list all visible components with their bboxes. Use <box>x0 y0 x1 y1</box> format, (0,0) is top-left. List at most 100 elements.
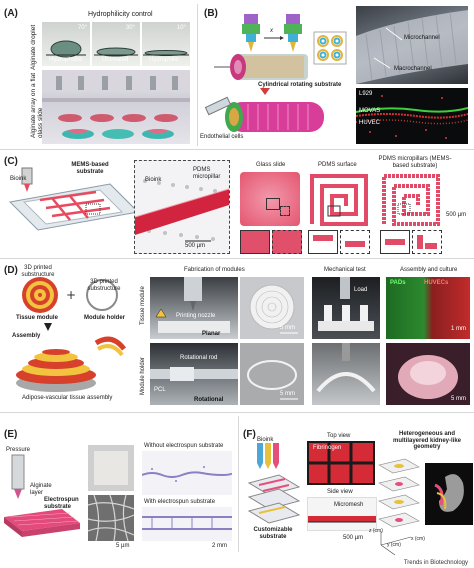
scale-1mm: 1 mm <box>451 326 466 333</box>
panel-b-schematic <box>204 14 347 132</box>
with-substrate-photo <box>142 507 232 541</box>
holder-ring-photo: 5 mm <box>240 343 304 405</box>
l929-label: L929 <box>359 91 373 97</box>
side-view-photo: Micromesh <box>307 497 377 531</box>
divider-row4 <box>0 412 474 413</box>
row-tissue-module: Tissue module <box>140 286 146 325</box>
micromesh-label: Micromesh <box>334 502 364 508</box>
huvec-label: HUVEC <box>359 120 381 126</box>
cylindrical-substrate-label: Cylindrical rotating substrate <box>258 82 342 88</box>
panel-e: (E) Pressure Alginate layer Electrospun … <box>0 413 236 553</box>
panel-d-label: (D) <box>4 265 18 276</box>
droplet-photo-hydrophilic: 10° Hydrophilic <box>142 22 190 66</box>
fabrication-header: Fabrication of modules <box>184 267 245 273</box>
panel-d: (D) + 3D printed substructure 3D printed… <box>0 259 474 409</box>
rotational-label: Rotational <box>194 397 224 403</box>
rod-label: Rotational rod <box>180 355 218 361</box>
divider-ab <box>197 4 198 146</box>
mechanical-test-photo-1: Load <box>312 277 380 339</box>
electrospun-mat-photo <box>88 445 134 491</box>
angle-70: 70° <box>77 25 87 31</box>
array-drawing <box>42 70 190 139</box>
axis-z-cm: z (cm) <box>369 528 383 534</box>
angle-10: 10° <box>176 25 186 31</box>
module-holder-label: Module holder <box>84 315 125 321</box>
axis-x-cm: x (cm) <box>411 536 425 542</box>
heterogeneous-label: Heterogeneous and multilayered kidney-li… <box>392 431 462 451</box>
alginate-array-photo <box>42 70 190 144</box>
movas-label: MOVAS <box>359 108 381 114</box>
fiber-sem-photo <box>88 495 134 541</box>
scale-5mm-a: 5 mm <box>280 325 295 331</box>
micropillars-scale: 500 µm <box>446 212 467 218</box>
panel-c-bioink: Bioink <box>10 176 27 182</box>
sem-scale: 5 µm <box>116 543 130 549</box>
scale-5mm-b: 5 mm <box>280 391 295 397</box>
fibrinogen-label: Fibrinogen <box>313 445 342 451</box>
customizable-substrate-label: Customizable substrate <box>253 527 293 540</box>
electrospun-substrate-label: Electrospun substrate <box>44 497 79 510</box>
with-label: With electrospun substrate <box>144 499 216 505</box>
svg-text:+: + <box>66 288 76 302</box>
load-label: Load <box>354 287 368 293</box>
top-view-label: Top view <box>327 433 351 439</box>
panel-c: (C) Bioink MEMS-based substrate Bioink P… <box>0 150 474 256</box>
caption-hydrophilic: Hydrophilic <box>149 57 179 64</box>
zoom-bioink-label: Bioink <box>145 177 162 183</box>
zoom-scale: 500 µm <box>185 243 206 249</box>
fluorescence-photo: L929 MOVAS HUVEC <box>356 88 468 144</box>
microchannel-label: Microchannel <box>404 35 440 41</box>
caption-hydrophobic: Hydrophobic <box>49 57 83 64</box>
rotational-rod-photo: Rotational rod PCL Rotational <box>150 343 238 405</box>
pdms-micropillar-label: PDMS micropillar <box>193 167 221 180</box>
mechanical-header: Mechanical test <box>324 267 366 273</box>
pdms-micropillars-label: PDMS micropillars (MEMS-based substrate) <box>378 156 452 169</box>
top-view-photo: Fibrinogen <box>307 441 375 485</box>
planar-module-photo: 5 mm <box>240 277 304 339</box>
micropillar-zoom-photo: Bioink PDMS micropillar 500 µm <box>134 160 230 254</box>
pdms-zoom-1 <box>308 230 338 254</box>
divider-ef <box>238 416 239 552</box>
side-view-label: Side view <box>327 489 353 495</box>
panel-a-label: (A) <box>4 8 18 19</box>
without-label: Without electrospun substrate <box>144 443 224 449</box>
divider-row3 <box>0 258 474 259</box>
tissue-module-label: Tissue module <box>16 315 58 321</box>
mechanical-test-photo-2 <box>312 343 380 405</box>
culture-dome-photo: 5 mm <box>386 343 470 405</box>
assembly-culture-header: Assembly and culture <box>400 267 458 273</box>
panel-f-label: (F) <box>243 429 256 440</box>
culture-fluorescence-photo: PADs HUVECs 1 mm <box>386 277 470 339</box>
scale-5mm-d: 5 mm <box>451 396 466 403</box>
glass-zoom-1 <box>240 230 270 254</box>
panel-a-title: Hydrophilicity control <box>88 11 153 18</box>
caption-untreated: Untreated <box>102 57 129 64</box>
panel-f-bioink: Bioink <box>257 437 274 443</box>
panel-f-schematic <box>247 443 301 524</box>
adipose-label: Adipose-vascular tissue assembly <box>22 395 113 401</box>
panel-e-schematic <box>4 454 80 537</box>
angle-30: 30° <box>125 25 135 31</box>
pressure-label: Pressure <box>6 447 31 453</box>
panel-b-label: (B) <box>204 8 218 19</box>
huvecs-label: HUVECs <box>424 280 449 286</box>
macrochannel-label: Macrochannel <box>394 66 432 72</box>
substructure-1-label: 3D printed substructure <box>21 265 55 278</box>
nozzle-label: Printing nozzle <box>176 313 216 319</box>
microchannel-photo: Microchannel Macrochannel <box>356 6 468 84</box>
pdms-zoom-2 <box>340 230 370 254</box>
without-substrate-photo <box>142 451 232 495</box>
planar-label: Planar <box>202 331 221 337</box>
assembly-label: Assembly <box>12 333 41 339</box>
panel-b: (B) x Cylindrical rot <box>198 0 474 148</box>
glass-slide-label: Glass slide <box>256 162 286 168</box>
droplet-photo-hydrophobic: 70° Hydrophobic <box>42 22 90 66</box>
glass-slide-photo <box>240 172 300 226</box>
side-view-scale: 500 µm <box>343 535 364 541</box>
alginate-layer-label: Alginate layer <box>30 483 52 496</box>
micropillars-zoom-1 <box>380 230 410 254</box>
panel-a: (A) Hydrophilicity control Alginate drop… <box>0 0 196 148</box>
kidney-geometry-schematic <box>378 458 473 556</box>
panel-f: (F) Bioink Customizable substrate Top vi… <box>239 413 474 556</box>
endothelial-cells-label: Endothelial cells <box>200 134 244 140</box>
